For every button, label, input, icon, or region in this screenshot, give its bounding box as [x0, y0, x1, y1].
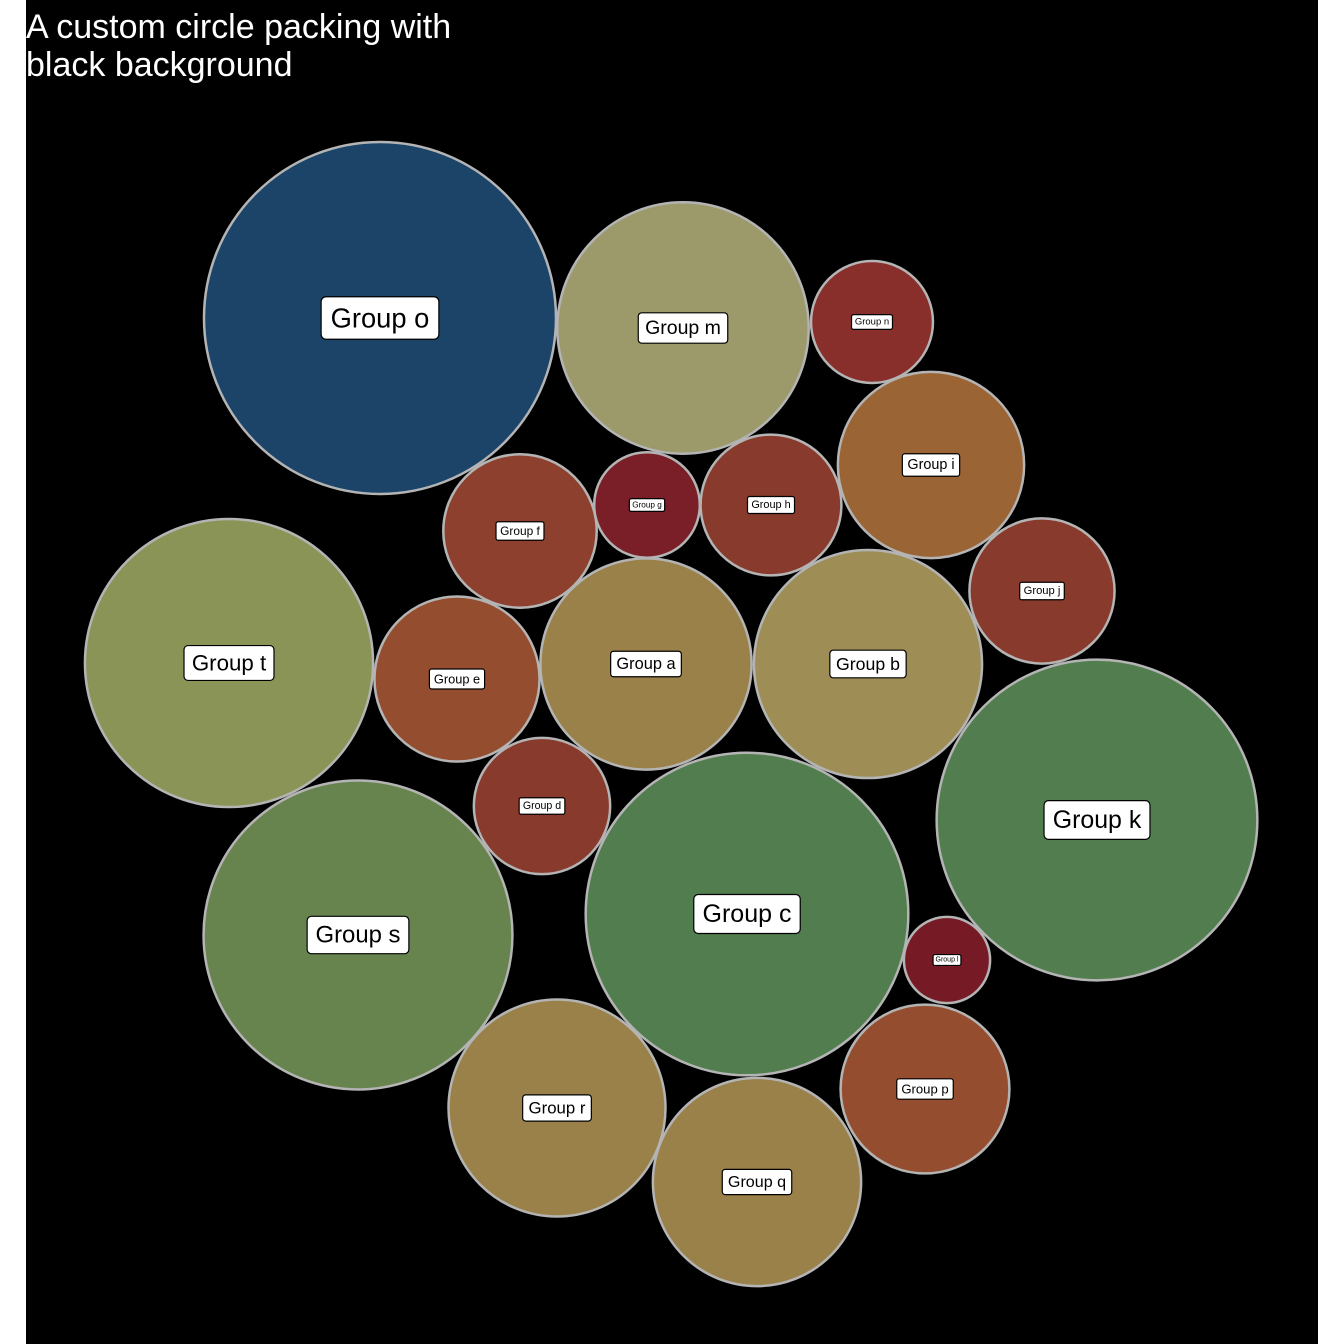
label-box-group-t [183, 644, 275, 682]
label-group-s: Group s [316, 922, 401, 949]
bubble-group-i: Group i [836, 370, 1026, 560]
label-box-group-h [746, 495, 796, 515]
label-box-group-o [320, 296, 440, 340]
label-group-a: Group a [616, 655, 676, 673]
label-group-m: Group m [645, 317, 721, 339]
label-group-d: Group d [523, 800, 561, 812]
label-box-group-m [637, 312, 729, 344]
label-box-group-p [896, 1078, 954, 1100]
label-box-group-r [522, 1094, 592, 1122]
label-group-r: Group r [529, 1099, 586, 1118]
chart-title: A custom circle packing with black backg… [26, 8, 586, 84]
label-group-l: Group l [936, 957, 959, 964]
bubble-group-a: Group a [539, 557, 753, 771]
label-group-j: Group j [1024, 585, 1061, 597]
label-group-p: Group p [901, 1082, 948, 1097]
label-group-q: Group q [728, 1173, 786, 1191]
chart-title-line-2: black background [26, 46, 293, 84]
label-group-f: Group f [500, 524, 540, 538]
label-group-o: Group o [331, 303, 430, 334]
bubble-group-g: Group g [592, 450, 702, 560]
label-group-b: Group b [836, 654, 900, 674]
label-box-group-f [495, 521, 545, 541]
bubble-group-e: Group e [373, 595, 541, 763]
label-box-group-n [850, 314, 894, 330]
bubble-group-l: Group l [902, 915, 992, 1005]
label-box-group-g [628, 498, 666, 512]
label-box-group-k [1043, 800, 1151, 840]
bubble-group-c: Group c [584, 751, 910, 1077]
chart-title-line-1: A custom circle packing with [26, 8, 452, 46]
label-group-i: Group i [907, 457, 954, 473]
label-group-g: Group g [632, 501, 662, 510]
label-group-e: Group e [434, 672, 480, 687]
label-group-k: Group k [1053, 806, 1142, 834]
bubble-group-s: Group s [202, 779, 514, 1091]
label-box-group-l [932, 953, 962, 967]
bubble-group-q: Group q [651, 1076, 863, 1288]
bubble-group-t: Group t [83, 517, 375, 809]
bubble-group-p: Group p [839, 1003, 1011, 1175]
label-box-group-i [901, 453, 961, 477]
label-box-group-e [428, 668, 486, 690]
label-group-h: Group h [751, 499, 790, 511]
label-box-group-a [610, 650, 682, 678]
label-box-group-q [721, 1168, 793, 1196]
bubble-group-r: Group r [447, 998, 667, 1218]
label-group-c: Group c [703, 900, 792, 928]
label-box-group-s [306, 915, 410, 955]
bubble-group-h: Group h [699, 433, 843, 577]
bubble-group-d: Group d [472, 736, 612, 876]
label-group-t: Group t [192, 651, 267, 676]
label-box-group-d [518, 797, 566, 815]
bubble-group-n: Group n [809, 259, 935, 385]
bubble-group-k: Group k [935, 658, 1259, 982]
bubble-group-o: Group o [202, 140, 558, 496]
bubble-group-f: Group f [442, 453, 598, 609]
bubble-group-j: Group j [968, 517, 1116, 665]
label-group-n: Group n [855, 317, 889, 328]
bubble-group-b: Group b [752, 548, 984, 780]
label-box-group-c [693, 893, 801, 935]
label-box-group-b [829, 649, 907, 679]
bubble-group-m: Group m [556, 201, 810, 455]
label-box-group-j [1019, 581, 1065, 601]
